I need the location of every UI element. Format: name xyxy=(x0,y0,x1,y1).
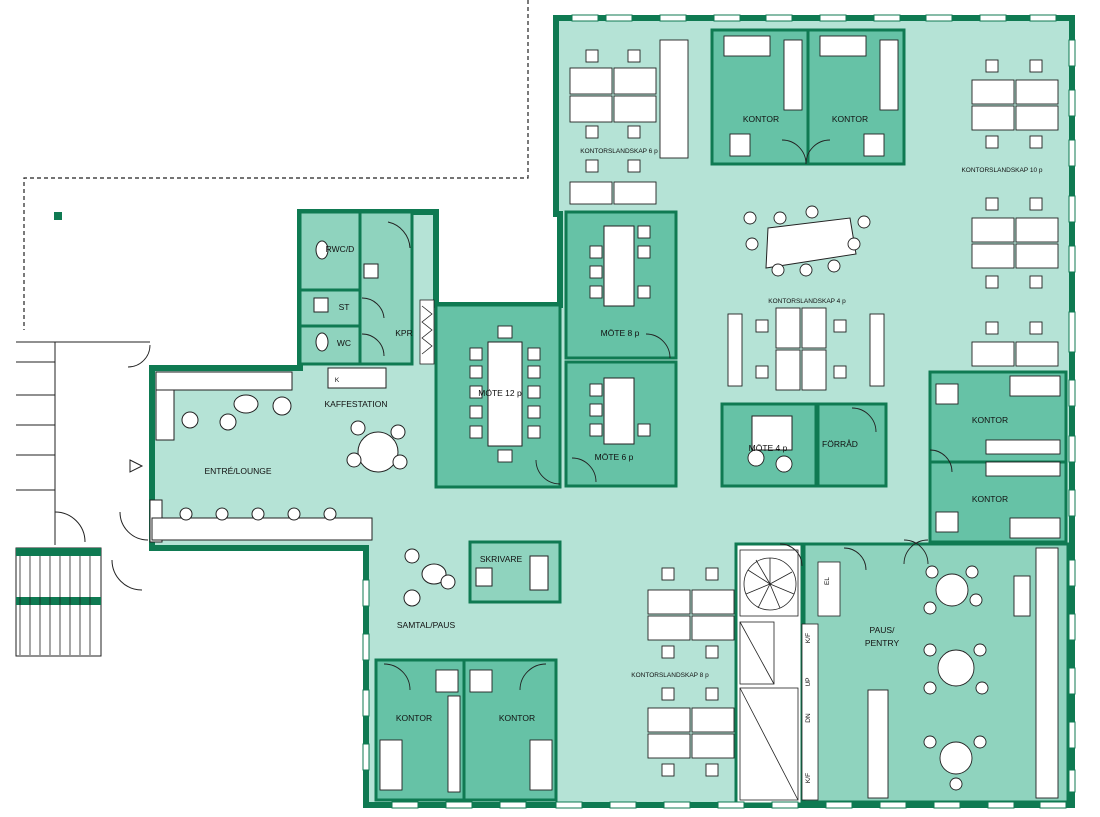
samtal-furniture xyxy=(403,548,549,607)
label-k: K xyxy=(335,377,340,384)
label-st: ST xyxy=(339,302,350,312)
label-kontorslandskap10: KONTORSLANDSKAP 10 p xyxy=(961,167,1042,174)
label-kaffestation: KAFFESTATION xyxy=(325,399,388,409)
label-kontor-bottom-left: KONTOR xyxy=(396,713,432,723)
label-wc: WC xyxy=(337,338,351,348)
label-pentry: PENTRY xyxy=(865,638,900,648)
label-dn: DN xyxy=(805,713,812,723)
spiral-stair xyxy=(739,549,841,801)
staircase xyxy=(16,548,101,655)
desks-landskap6 xyxy=(569,39,689,205)
left-stair-zone xyxy=(15,341,150,657)
label-kontorslandskap4: KONTORSLANDSKAP 4 p xyxy=(768,298,846,305)
label-up: UP xyxy=(805,677,812,686)
label-paus: PAUS/ xyxy=(870,625,896,635)
column-marker xyxy=(54,212,62,220)
label-el: EL xyxy=(824,577,831,585)
label-entre-lounge: ENTRÉ/LOUNGE xyxy=(204,466,271,476)
kpr-shelf xyxy=(419,299,435,365)
label-rwcd: RWC/D xyxy=(326,244,355,254)
label-kontor-top-right: KONTOR xyxy=(832,114,868,124)
label-mote12: MÖTE 12 p xyxy=(478,388,522,398)
facade-windows xyxy=(362,14,1076,809)
label-kontor-top-left: KONTOR xyxy=(743,114,779,124)
desks-landskap4 xyxy=(727,307,885,391)
label-skrivare: SKRIVARE xyxy=(480,554,523,564)
label-mote8: MÖTE 8 p xyxy=(601,328,640,338)
label-kontor-right-1: KONTOR xyxy=(972,415,1008,425)
desks-landskap8 xyxy=(647,567,735,777)
entrance-doors xyxy=(54,459,163,591)
door-swings xyxy=(127,139,953,691)
kontor-furniture xyxy=(379,35,1061,793)
meeting-chairs xyxy=(469,205,871,473)
label-mote6: MÖTE 6 p xyxy=(595,452,634,462)
label-kontor-right-2: KONTOR xyxy=(972,494,1008,504)
wc-fixtures xyxy=(313,221,411,357)
label-kf-bottom: K/F xyxy=(805,773,812,783)
label-kontorslandskap8: KONTORSLANDSKAP 8 p xyxy=(631,672,709,679)
label-forrad: FÖRRÅD xyxy=(822,439,858,449)
room-forrad xyxy=(816,402,888,488)
lounge-furniture xyxy=(151,367,408,541)
desks-landskap10 xyxy=(971,59,1059,367)
label-kpr: KPR xyxy=(395,328,412,338)
label-kontorslandskap6: KONTORSLANDSKAP 6 p xyxy=(580,148,658,155)
site-boundary xyxy=(23,0,529,330)
label-kontor-bottom-right: KONTOR xyxy=(499,713,535,723)
wc-partitions xyxy=(300,212,362,364)
pentry-furniture xyxy=(867,547,1059,799)
meeting-tables xyxy=(487,217,857,451)
label-mote4: MÖTE 4 p xyxy=(749,443,788,453)
label-kf-top: K/F xyxy=(805,633,812,643)
label-samtal-paus: SAMTAL/PAUS xyxy=(397,620,456,630)
